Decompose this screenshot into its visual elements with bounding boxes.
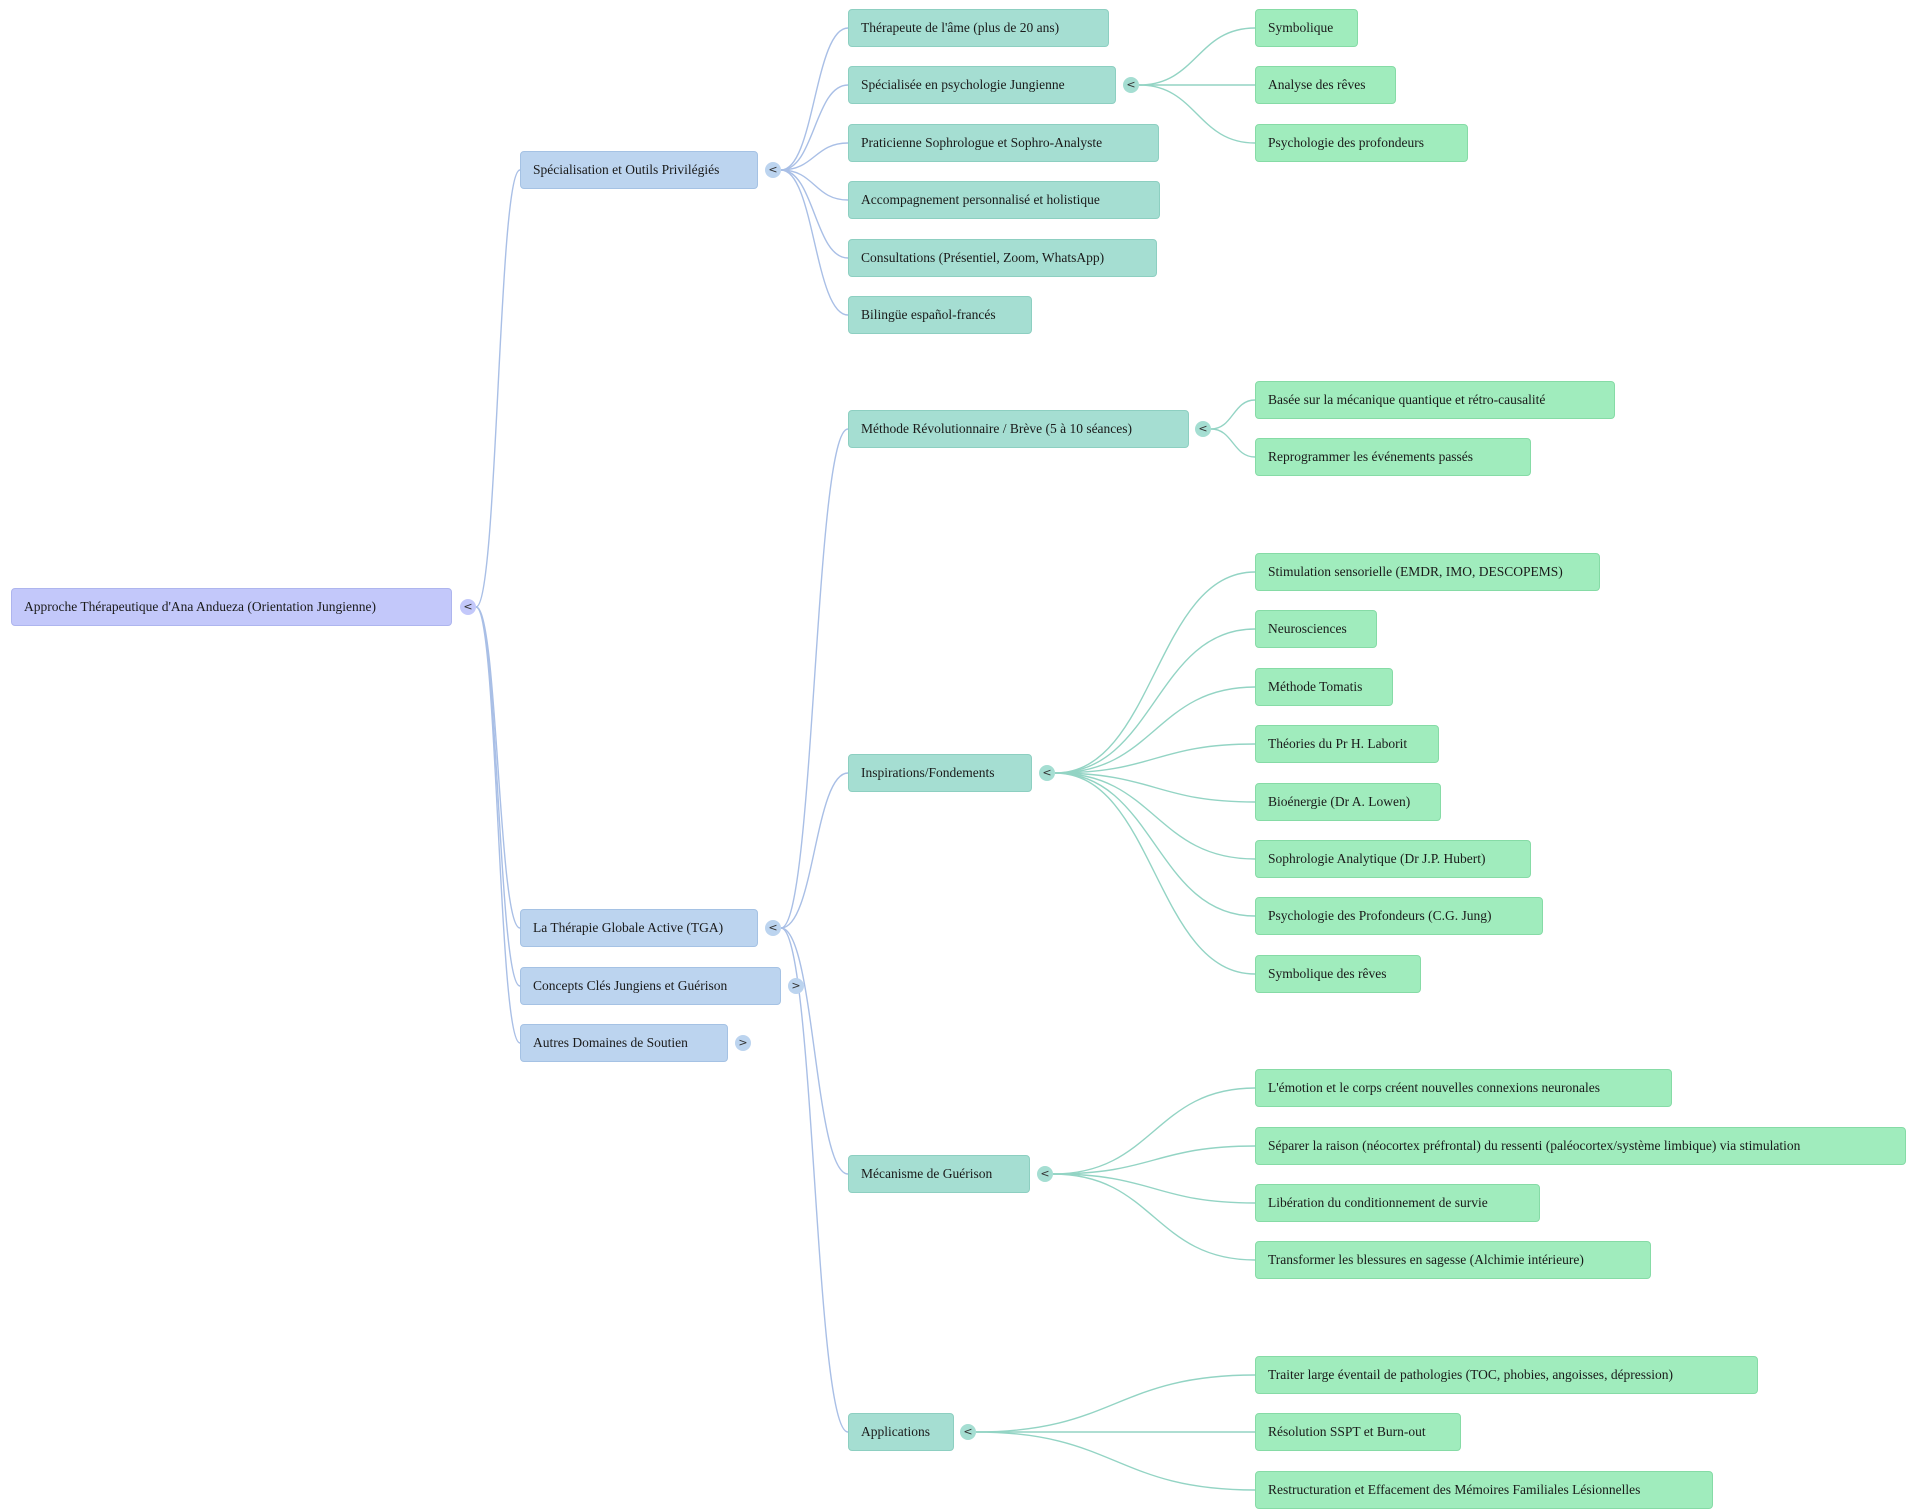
leaf-analyse-reves[interactable]: Analyse des rêves xyxy=(1255,66,1396,104)
item-psychologie-jungienne[interactable]: Spécialisée en psychologie Jungienne xyxy=(848,66,1116,104)
link-meca-l3-2 xyxy=(1052,1173,1256,1204)
leaf-transformer-blessures[interactable]: Transformer les blessures en sagesse (Al… xyxy=(1255,1241,1651,1279)
branch-tga-toggle[interactable]: < xyxy=(765,920,781,936)
item-applications-toggle[interactable]: < xyxy=(960,1424,976,1440)
item-methode-revolutionnaire[interactable]: Méthode Révolutionnaire / Brève (5 à 10 … xyxy=(848,410,1189,448)
root-node[interactable]: Approche Thérapeutique d'Ana Andueza (Or… xyxy=(11,588,452,626)
item-inspirations[interactable]: Inspirations/Fondements xyxy=(848,754,1032,792)
link-spec-l2-3 xyxy=(780,169,849,201)
link-root-l1-0 xyxy=(475,169,521,608)
link-insp-l3-3 xyxy=(1054,743,1256,774)
item-methode-revolutionnaire-toggle[interactable]: < xyxy=(1195,421,1211,437)
leaf-symbolique[interactable]: Symbolique xyxy=(1255,9,1358,47)
link-spec-l2-1 xyxy=(780,84,849,171)
link-insp-l3-2 xyxy=(1054,686,1256,774)
item-mecanisme-guerison-toggle[interactable]: < xyxy=(1037,1166,1053,1182)
branch-specialisation-toggle[interactable]: < xyxy=(765,162,781,178)
leaf-theories-laborit[interactable]: Théories du Pr H. Laborit xyxy=(1255,725,1439,763)
link-spec-l2-2 xyxy=(780,142,849,171)
leaf-sophrologie-analytique[interactable]: Sophrologie Analytique (Dr J.P. Hubert) xyxy=(1255,840,1531,878)
item-bilingue[interactable]: Bilingüe español-francés xyxy=(848,296,1032,334)
link-meca-l3-0 xyxy=(1052,1087,1256,1175)
link-jung-l3-0 xyxy=(1138,27,1256,86)
link-root-l1-3 xyxy=(475,606,521,1044)
leaf-mecanique-quantique[interactable]: Basée sur la mécanique quantique et rétr… xyxy=(1255,381,1615,419)
branch-specialisation[interactable]: Spécialisation et Outils Privilégiés xyxy=(520,151,758,189)
leaf-memoires-familiales[interactable]: Restructuration et Effacement des Mémoir… xyxy=(1255,1471,1713,1509)
link-root-l1-1 xyxy=(475,606,521,929)
leaf-psychologie-profondeurs-jung[interactable]: Psychologie des Profondeurs (C.G. Jung) xyxy=(1255,897,1543,935)
item-psychologie-jungienne-toggle[interactable]: < xyxy=(1123,77,1139,93)
branch-concepts-jungiens[interactable]: Concepts Clés Jungiens et Guérison xyxy=(520,967,781,1005)
root-collapse-toggle[interactable]: < xyxy=(460,599,476,615)
link-insp-l3-5 xyxy=(1054,772,1256,860)
link-tga-l2-3 xyxy=(780,927,849,1433)
leaf-psychologie-profondeurs[interactable]: Psychologie des profondeurs xyxy=(1255,124,1468,162)
item-inspirations-toggle[interactable]: < xyxy=(1039,765,1055,781)
link-methode-l3-0 xyxy=(1210,399,1256,430)
branch-concepts-jungiens-expand-toggle[interactable]: > xyxy=(788,978,804,994)
link-insp-l3-4 xyxy=(1054,772,1256,803)
leaf-emotion-corps[interactable]: L'émotion et le corps créent nouvelles c… xyxy=(1255,1069,1672,1107)
item-consultations[interactable]: Consultations (Présentiel, Zoom, WhatsAp… xyxy=(848,239,1157,277)
link-tga-l2-2 xyxy=(780,927,849,1175)
branch-autres-domaines-expand-toggle[interactable]: > xyxy=(735,1035,751,1051)
link-tga-l2-0 xyxy=(780,428,849,929)
leaf-methode-tomatis[interactable]: Méthode Tomatis xyxy=(1255,668,1393,706)
item-mecanisme-guerison[interactable]: Mécanisme de Guérison xyxy=(848,1155,1030,1193)
link-insp-l3-0 xyxy=(1054,571,1256,774)
leaf-liberation-conditionnement[interactable]: Libération du conditionnement de survie xyxy=(1255,1184,1540,1222)
leaf-symbolique-reves[interactable]: Symbolique des rêves xyxy=(1255,955,1421,993)
link-app-l3-2 xyxy=(975,1431,1256,1491)
leaf-bioenergie[interactable]: Bioénergie (Dr A. Lowen) xyxy=(1255,783,1441,821)
link-spec-l2-0 xyxy=(780,27,849,171)
item-sophrologue[interactable]: Praticienne Sophrologue et Sophro-Analys… xyxy=(848,124,1159,162)
leaf-traiter-pathologies[interactable]: Traiter large éventail de pathologies (T… xyxy=(1255,1356,1758,1394)
leaf-separer-raison[interactable]: Séparer la raison (néocortex préfrontal)… xyxy=(1255,1127,1906,1165)
link-jung-l3-2 xyxy=(1138,84,1256,144)
link-insp-l3-1 xyxy=(1054,628,1256,774)
leaf-sspt-burnout[interactable]: Résolution SSPT et Burn-out xyxy=(1255,1413,1461,1451)
link-tga-l2-1 xyxy=(780,772,849,929)
leaf-reprogrammer[interactable]: Reprogrammer les événements passés xyxy=(1255,438,1531,476)
branch-tga[interactable]: La Thérapie Globale Active (TGA) xyxy=(520,909,758,947)
link-spec-l2-4 xyxy=(780,169,849,259)
link-meca-l3-3 xyxy=(1052,1173,1256,1261)
link-meca-l3-1 xyxy=(1052,1145,1256,1175)
item-applications[interactable]: Applications xyxy=(848,1413,954,1451)
leaf-stimulation-sensorielle[interactable]: Stimulation sensorielle (EMDR, IMO, DESC… xyxy=(1255,553,1600,591)
branch-autres-domaines[interactable]: Autres Domaines de Soutien xyxy=(520,1024,728,1062)
link-spec-l2-5 xyxy=(780,169,849,316)
link-app-l3-0 xyxy=(975,1374,1256,1433)
link-root-l1-2 xyxy=(475,606,521,987)
link-insp-l3-7 xyxy=(1054,772,1256,975)
leaf-neurosciences[interactable]: Neurosciences xyxy=(1255,610,1377,648)
link-methode-l3-1 xyxy=(1210,428,1256,458)
item-accompagnement[interactable]: Accompagnement personnalisé et holistiqu… xyxy=(848,181,1160,219)
link-insp-l3-6 xyxy=(1054,772,1256,917)
item-therapeute-ame[interactable]: Thérapeute de l'âme (plus de 20 ans) xyxy=(848,9,1109,47)
